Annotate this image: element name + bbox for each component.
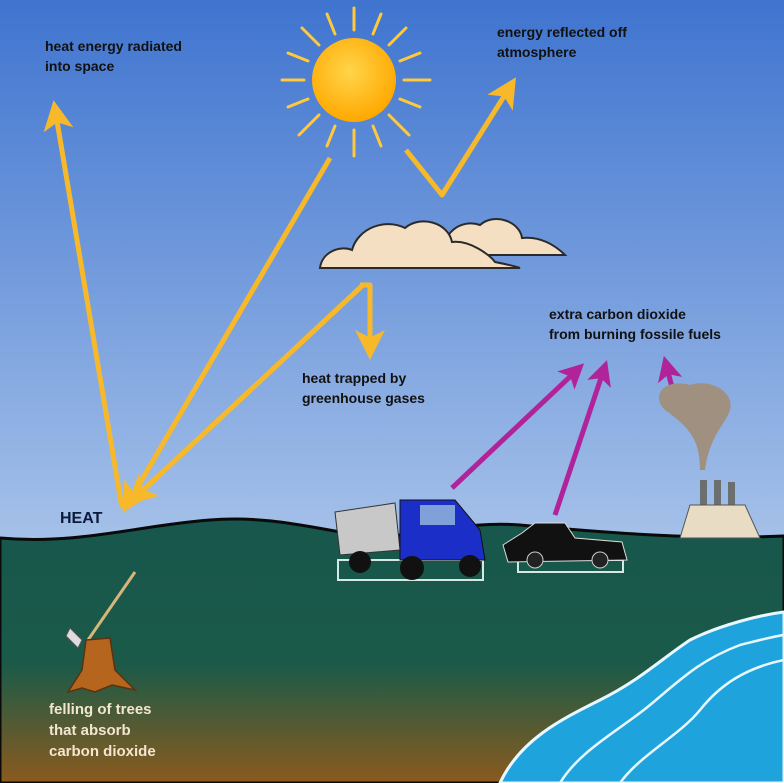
ocean bbox=[498, 610, 784, 783]
sun-icon bbox=[280, 6, 432, 158]
car-icon bbox=[502, 522, 628, 573]
tree-stump-icon bbox=[65, 571, 138, 694]
cloud-icon bbox=[318, 218, 568, 269]
truck-icon bbox=[334, 499, 486, 581]
label-felling: felling of trees that absorb carbon diox… bbox=[49, 701, 156, 760]
label-heat: HEAT bbox=[60, 510, 103, 527]
reflected-arrow bbox=[404, 77, 516, 198]
reemitted-arrow bbox=[127, 283, 365, 506]
radiated-arrow bbox=[43, 100, 125, 509]
label-heat-trapped: heat trapped by greenhouse gases bbox=[302, 370, 425, 406]
heat-arrows bbox=[43, 77, 516, 513]
factory-icon bbox=[659, 383, 761, 539]
label-energy-reflected: energy reflected off atmosphere bbox=[497, 24, 631, 60]
sunray-arrow bbox=[122, 156, 333, 513]
label-heat-radiated: heat energy radiated into space bbox=[45, 38, 186, 74]
trapped-arrow bbox=[355, 282, 385, 360]
label-extra-co2: extra carbon dioxide from burning fossil… bbox=[549, 306, 721, 342]
